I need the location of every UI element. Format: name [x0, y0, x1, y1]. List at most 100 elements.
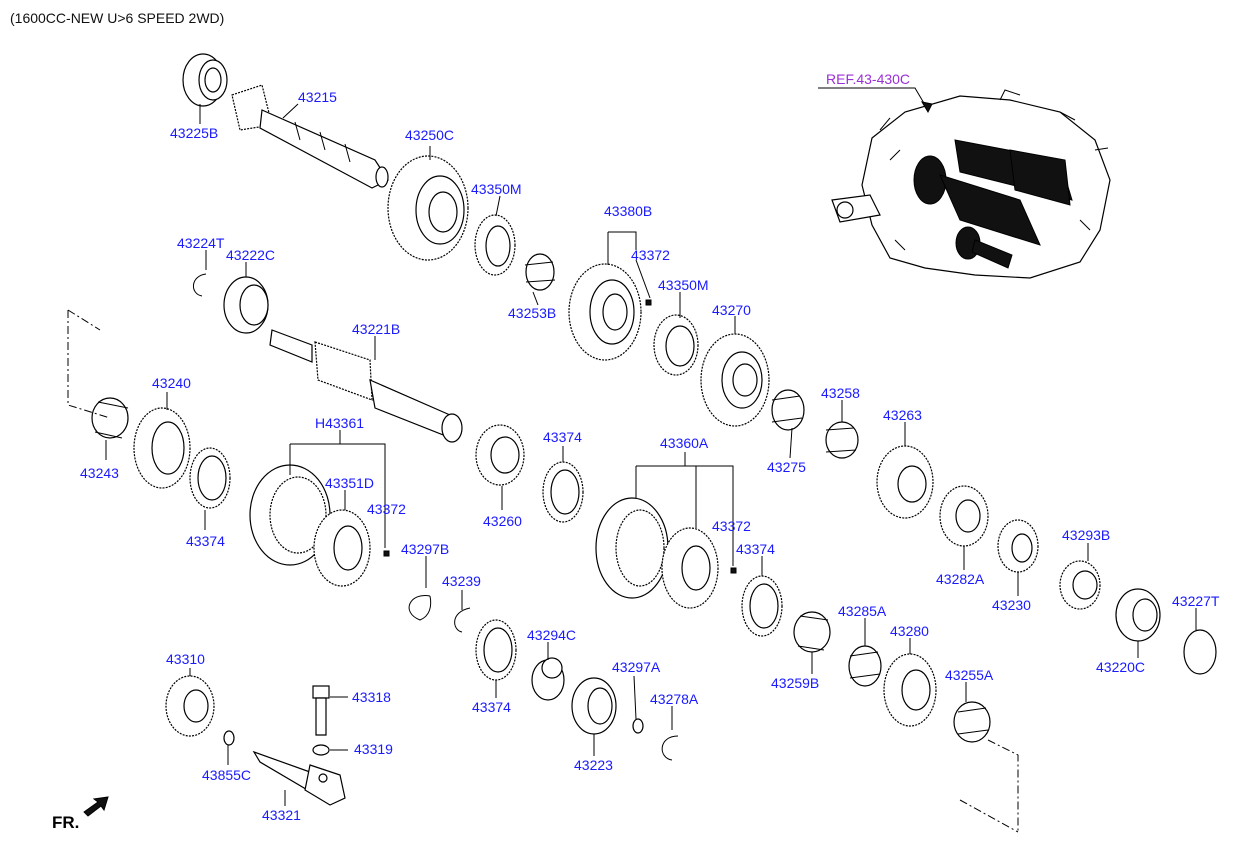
synchro-ring-43374-b[interactable] [542, 461, 584, 523]
gear-43230[interactable] [997, 519, 1039, 573]
synchro-ring-43374-c[interactable] [741, 575, 783, 637]
bearing-43223[interactable] [571, 677, 617, 735]
label-43360A[interactable]: 43360A [660, 435, 709, 451]
needle-bearing-43253B[interactable] [524, 253, 556, 291]
needle-bearing-43285A[interactable] [848, 645, 882, 687]
label-43240[interactable]: 43240 [152, 375, 191, 391]
label-43318[interactable]: 43318 [352, 689, 391, 705]
gear-43240[interactable] [133, 407, 191, 489]
label-43239[interactable]: 43239 [442, 573, 481, 589]
axis-line-right [959, 739, 1019, 833]
label-43222C[interactable]: 43222C [226, 247, 275, 263]
label-43293B[interactable]: 43293B [1062, 527, 1110, 543]
label-43259B[interactable]: 43259B [771, 675, 819, 691]
ref-label[interactable]: REF.43-430C [826, 71, 910, 87]
label-43372-b[interactable]: 43372 [367, 501, 406, 517]
label-43263[interactable]: 43263 [883, 407, 922, 423]
snap-ring-43224T[interactable] [193, 273, 207, 297]
output-shaft-43221B[interactable] [269, 329, 463, 443]
bearing-43222C[interactable] [223, 276, 269, 334]
gear-43260[interactable] [475, 424, 525, 486]
needle-bearing-43259B[interactable] [793, 611, 831, 653]
snap-ring-43227T[interactable] [1183, 629, 1217, 675]
label-43374-b[interactable]: 43374 [543, 429, 582, 445]
key-43372-b[interactable] [383, 550, 390, 557]
label-43374-d[interactable]: 43374 [472, 699, 511, 715]
label-43297B[interactable]: 43297B [401, 541, 449, 557]
leader-lines [105, 103, 1197, 806]
label-43223[interactable]: 43223 [574, 757, 613, 773]
hub-43351D[interactable] [313, 509, 371, 587]
label-43270[interactable]: 43270 [712, 302, 751, 318]
synchro-ring-43374-d[interactable] [475, 619, 517, 681]
label-43282A[interactable]: 43282A [936, 571, 985, 587]
bearing-43225B[interactable] [182, 53, 228, 107]
label-43260[interactable]: 43260 [483, 513, 522, 529]
washer-43297A[interactable] [632, 718, 644, 734]
key-43372-c[interactable] [730, 567, 737, 574]
label-43243[interactable]: 43243 [80, 465, 119, 481]
needle-bearing-43255A[interactable] [953, 701, 991, 743]
bushing-43294C[interactable] [531, 657, 565, 701]
label-43250C[interactable]: 43250C [405, 127, 454, 143]
label-43310[interactable]: 43310 [166, 651, 205, 667]
label-43221B[interactable]: 43221B [352, 321, 400, 337]
gear-43270[interactable] [700, 333, 770, 427]
synchro-ring-43350M-a[interactable] [474, 214, 516, 276]
label-43253B[interactable]: 43253B [508, 305, 556, 321]
label-43215[interactable]: 43215 [298, 89, 337, 105]
label-43278A[interactable]: 43278A [650, 691, 699, 707]
label-43258[interactable]: 43258 [821, 385, 860, 401]
reverse-idler-gear-43310[interactable] [165, 675, 215, 737]
synchro-ring-43350M-b[interactable] [653, 314, 699, 376]
label-43280[interactable]: 43280 [890, 623, 929, 639]
label-43855C[interactable]: 43855C [202, 767, 251, 783]
label-43255A[interactable]: 43255A [945, 667, 994, 683]
gear-43380B[interactable] [568, 263, 642, 361]
gear-43282A[interactable] [939, 485, 989, 547]
label-H43361[interactable]: H43361 [315, 415, 364, 431]
label-43224T[interactable]: 43224T [177, 235, 225, 251]
label-43351D[interactable]: 43351D [325, 475, 374, 491]
synchro-ring-43374-a[interactable] [189, 447, 231, 509]
label-43294C[interactable]: 43294C [527, 627, 576, 643]
label-43374-c[interactable]: 43374 [736, 541, 775, 557]
bearing-43220C[interactable] [1115, 588, 1161, 642]
bolt-43318[interactable] [312, 685, 330, 736]
label-43350M-b[interactable]: 43350M [658, 277, 709, 293]
needle-bearing-43258[interactable] [825, 421, 859, 459]
gear-43250C[interactable] [387, 155, 469, 261]
hub-43360A[interactable] [661, 527, 719, 609]
label-43275[interactable]: 43275 [767, 459, 806, 475]
label-43372-a[interactable]: 43372 [631, 247, 670, 263]
idler-shaft-43321[interactable] [252, 750, 346, 806]
label-43374-a[interactable]: 43374 [186, 533, 225, 549]
snap-ring-43239[interactable] [454, 607, 471, 633]
label-43297A[interactable]: 43297A [612, 659, 661, 675]
label-43285A[interactable]: 43285A [838, 603, 887, 619]
input-shaft-43215[interactable] [231, 84, 389, 189]
sleeve-43360A[interactable] [595, 497, 669, 599]
label-43372-c[interactable]: 43372 [712, 518, 751, 534]
key-43372-a[interactable] [645, 299, 652, 306]
snap-ring-43297B[interactable] [408, 595, 432, 621]
label-43220C[interactable]: 43220C [1096, 659, 1145, 675]
snap-ring-43855C[interactable] [223, 730, 235, 746]
needle-bearing-43243[interactable] [91, 397, 129, 439]
gear-43263[interactable] [876, 445, 934, 519]
label-43350M-a[interactable]: 43350M [471, 181, 522, 197]
snap-ring-43278A[interactable] [661, 735, 679, 761]
label-43225B[interactable]: 43225B [170, 125, 218, 141]
label-43227T[interactable]: 43227T [1172, 593, 1220, 609]
gear-43293B[interactable] [1059, 560, 1101, 610]
transmission-case-illustration[interactable] [831, 89, 1111, 279]
label-43230[interactable]: 43230 [992, 597, 1031, 613]
sleeve-H43361[interactable] [249, 464, 331, 566]
label-43380B[interactable]: 43380B [604, 203, 652, 219]
needle-bearing-43275[interactable] [771, 389, 805, 431]
label-43321[interactable]: 43321 [262, 807, 301, 823]
gear-43280[interactable] [883, 653, 937, 727]
label-43319[interactable]: 43319 [354, 741, 393, 757]
washer-43319[interactable] [312, 744, 330, 756]
